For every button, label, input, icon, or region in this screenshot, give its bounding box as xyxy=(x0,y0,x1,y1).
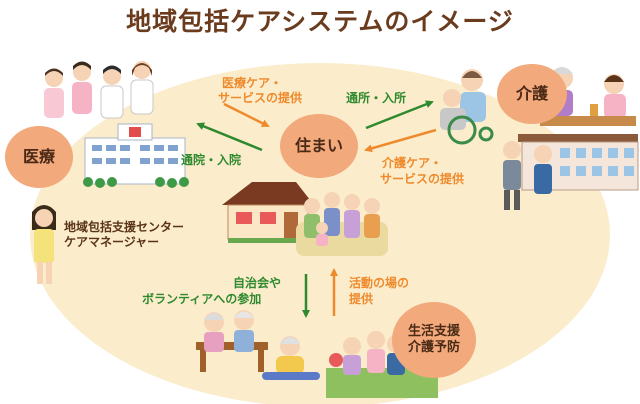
node-care: 介護 xyxy=(497,64,567,124)
node-housing: 住まい xyxy=(280,114,358,178)
arrow-medical-service xyxy=(223,102,270,128)
label-hospital-visit: 通院・入院 xyxy=(181,153,242,167)
node-life-support: 生活支援 介護予防 xyxy=(392,302,476,378)
label-care-service-line2: サービスの提供 xyxy=(380,172,465,186)
family-illustration xyxy=(296,192,388,256)
arrow-hospital-visit xyxy=(196,122,263,152)
node-medical-label: 医療 xyxy=(22,147,55,166)
label-day-service: 通所・入所 xyxy=(346,91,407,105)
label-medical-service-line2: サービスの提供 xyxy=(218,91,303,105)
house-illustration xyxy=(222,182,314,243)
label-medical-service-line1: 医療ケア・ xyxy=(222,76,283,90)
arrow-care-service xyxy=(364,128,437,153)
node-housing-label: 住まい xyxy=(294,136,343,155)
page-title: 地域包括ケアシステムのイメージ xyxy=(126,7,514,36)
label-volunteer-line1: 自治会や xyxy=(233,276,282,290)
care-facility-illustration xyxy=(503,134,639,210)
label-care-service-line1: 介護ケア・ xyxy=(382,156,443,170)
seniors-bench-illustration xyxy=(196,310,268,372)
node-life-support-line1: 生活支援 xyxy=(407,323,460,339)
arrow-day-service xyxy=(365,100,434,130)
label-activity-line2: 提供 xyxy=(349,292,374,306)
exercise-illustration xyxy=(262,336,320,380)
label-activity-line1: 活動の場の xyxy=(349,276,410,290)
life-support-scene-illustration xyxy=(326,331,438,398)
label-support-center: 地域包括支援センター xyxy=(64,220,185,234)
care-manager-illustration xyxy=(32,205,56,284)
wheelchair-illustration xyxy=(440,69,494,145)
node-care-label: 介護 xyxy=(515,84,548,103)
node-medical: 医療 xyxy=(5,126,73,188)
label-care-manager: ケアマネージャー xyxy=(64,235,160,249)
node-life-support-line2: 介護予防 xyxy=(407,340,460,355)
label-volunteer-line2: ボランティアへの参加 xyxy=(142,292,262,306)
medical-staff-illustration xyxy=(44,61,154,119)
hospital-building-illustration xyxy=(83,123,189,188)
